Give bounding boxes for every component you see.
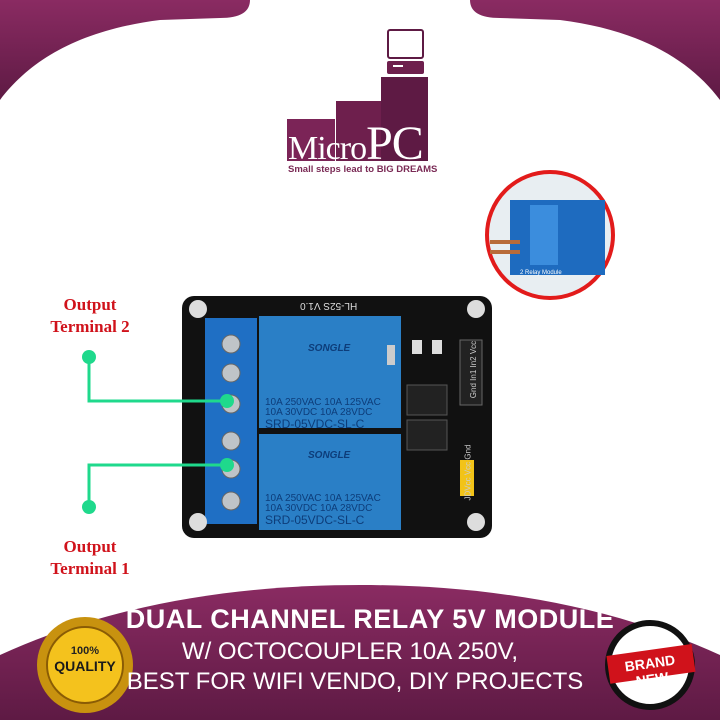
logo-graphic	[287, 29, 428, 161]
brand-logo: MicroPC	[288, 117, 424, 170]
brand-tagline: Small steps lead to BIG DREAMS	[288, 164, 438, 175]
inset-caption: 2 Relay Module	[520, 270, 562, 276]
relay2-rating-1: 10A 250VAC 10A 125VAC	[265, 493, 381, 504]
terminal-connectors	[87, 357, 227, 507]
bottom-banner	[0, 585, 720, 720]
relay2-model: SRD-05VDC-SL-C	[265, 513, 365, 527]
output-terminal-1-label: Output Terminal 1	[50, 537, 130, 578]
brand-new-badge-icon	[605, 620, 696, 710]
pin-labels: Gnd In1 In2 Vcc	[469, 340, 479, 399]
terminal2-dot	[82, 350, 96, 364]
headline-subtitle-1: W/ OCTOCOUPLER 10A 250V,	[181, 638, 519, 665]
relay-board	[182, 296, 492, 538]
terminal1-dot	[82, 500, 96, 514]
output-terminal-2-label: Output Terminal 2	[50, 295, 130, 336]
relay1-model: SRD-05VDC-SL-C	[265, 417, 365, 431]
relay1-rating-2: 10A 30VDC 10A 28VDC	[265, 407, 373, 418]
top-banner	[0, 0, 720, 100]
quality-badge-top: 100%	[70, 645, 100, 657]
relay1-rating-1: 10A 250VAC 10A 125VAC	[265, 397, 381, 408]
relay2-rating-2: 10A 30VDC 10A 28VDC	[265, 503, 373, 514]
quality-badge-icon	[37, 617, 133, 713]
board-model: HL-52S V1.0	[300, 300, 358, 311]
quality-badge-text: QUALITY	[54, 658, 116, 674]
relay1-brand: SONGLE	[308, 343, 351, 354]
inset-photo	[485, 170, 615, 300]
headline-title: DUAL CHANNEL RELAY 5V MODULE	[125, 604, 615, 634]
headline-subtitle-2: BEST FOR WIFI VENDO, DIY PROJECTS	[126, 668, 584, 695]
jumper-labels: JDVcc Vcc Gnd	[463, 444, 473, 501]
relay2-brand: SONGLE	[308, 450, 351, 461]
